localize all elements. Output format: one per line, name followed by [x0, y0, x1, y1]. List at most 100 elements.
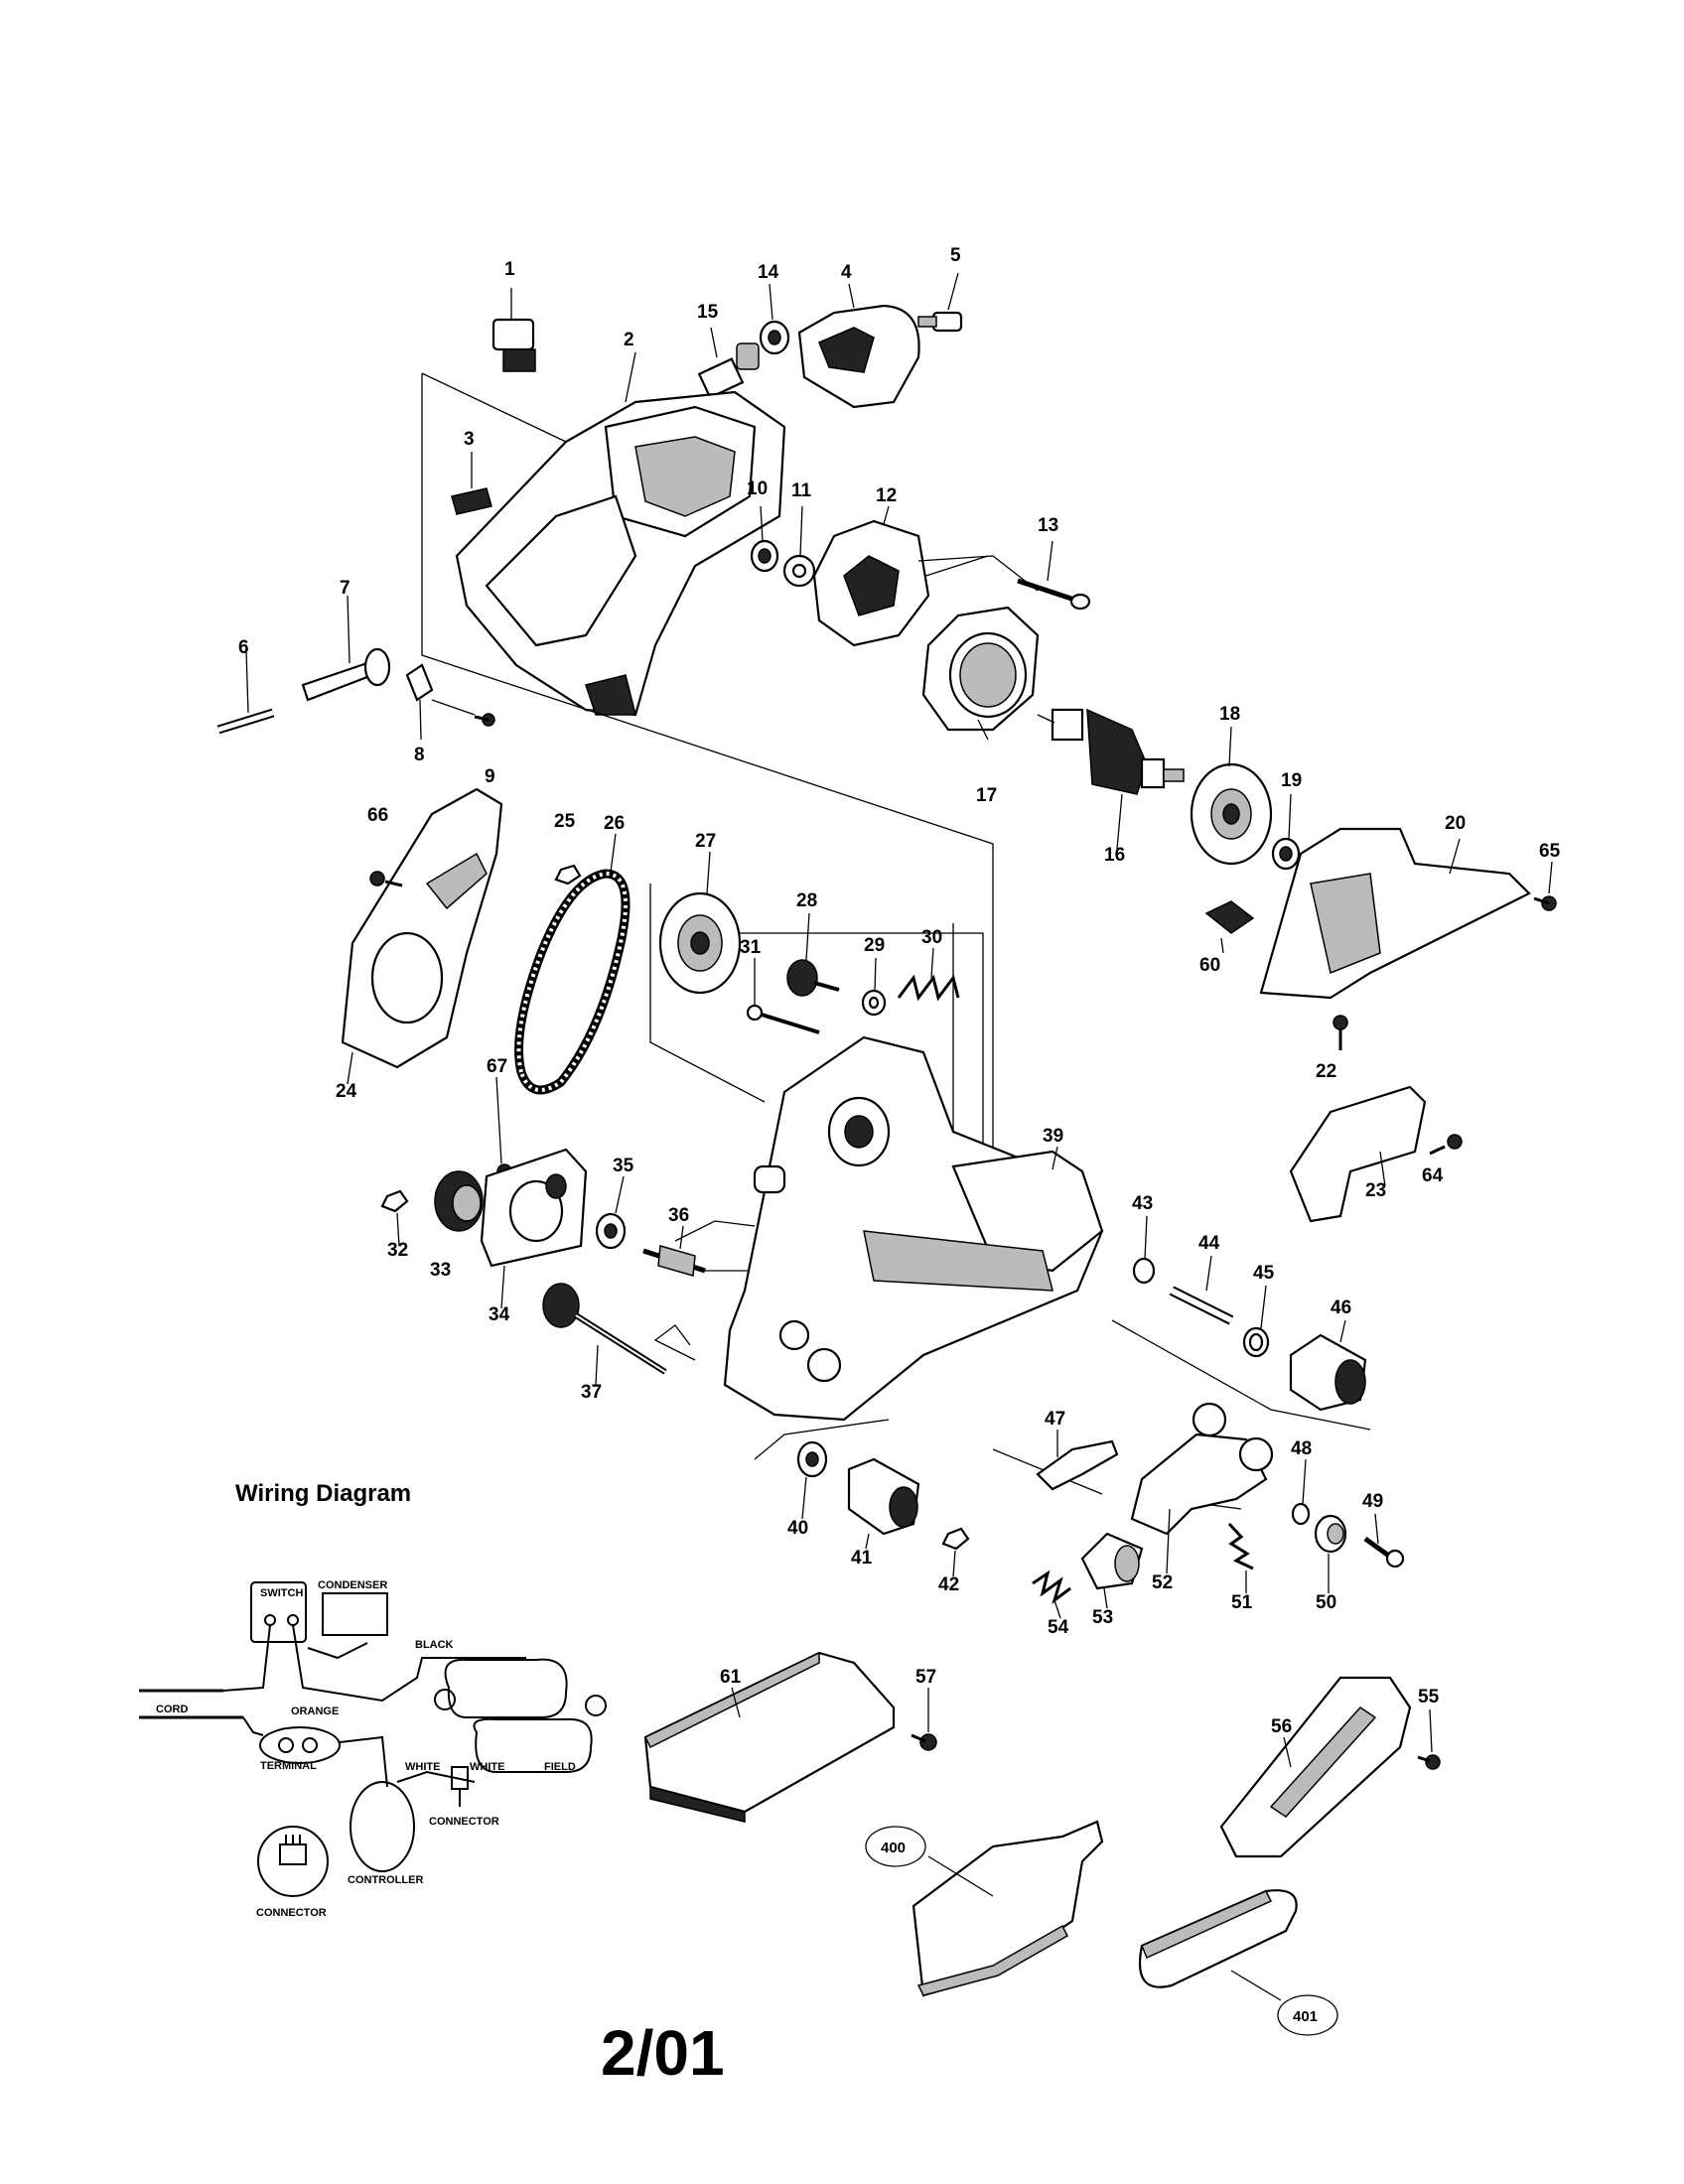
part-19-bearing — [1271, 793, 1301, 871]
label-part-41: 41 — [851, 1548, 873, 1569]
part-56-plate — [1219, 1676, 1412, 1858]
label-part-44: 44 — [1198, 1233, 1220, 1254]
label-part-27: 27 — [695, 831, 716, 852]
part-36-shaft — [642, 1225, 755, 1277]
part-6-pin — [216, 649, 275, 735]
part-54-spring — [1032, 1570, 1071, 1619]
part-52-lever — [1130, 1402, 1274, 1574]
label-part-47: 47 — [1045, 1409, 1065, 1430]
part-48-washer — [1291, 1458, 1311, 1526]
part-12-field — [812, 505, 930, 647]
label-part-54: 54 — [1048, 1617, 1069, 1638]
label-part-17: 17 — [976, 785, 997, 806]
label-part-37: 37 — [581, 1382, 602, 1403]
part-65-screw — [1533, 861, 1557, 911]
label-part-8: 8 — [414, 745, 425, 765]
label-part-45: 45 — [1253, 1263, 1275, 1284]
label-part-64: 64 — [1422, 1165, 1444, 1186]
accessory-labels: 400 401 — [865, 1826, 1338, 2036]
label-accessory-400: 400 — [881, 1840, 906, 1856]
wiring-condenser-box — [322, 1592, 388, 1636]
label-part-30: 30 — [921, 927, 942, 948]
part-13-screw — [917, 540, 1091, 611]
part-66-screw — [369, 871, 403, 887]
label-part-48: 48 — [1291, 1438, 1312, 1459]
wiring-field-top — [444, 1658, 568, 1718]
part-45-ring — [1242, 1285, 1270, 1358]
part-61-platen — [643, 1651, 896, 1823]
wiring-label-white-2: WHITE — [470, 1761, 504, 1773]
label-part-35: 35 — [613, 1156, 634, 1176]
label-part-60: 60 — [1199, 955, 1220, 976]
label-part-19: 19 — [1281, 770, 1302, 791]
part-55-screw — [1417, 1708, 1441, 1770]
label-part-50: 50 — [1316, 1592, 1336, 1613]
part-29-washer — [861, 957, 887, 1017]
part-50-cap — [1314, 1514, 1347, 1593]
wiring-field-bottom — [473, 1717, 593, 1773]
label-part-28: 28 — [796, 890, 817, 911]
label-part-9: 9 — [485, 766, 495, 787]
label-part-66: 66 — [367, 805, 388, 826]
label-part-13: 13 — [1038, 515, 1058, 536]
part-24-belt-cover — [341, 787, 503, 1085]
wiring-switch-box — [250, 1581, 307, 1643]
part-17-baffle — [921, 606, 1040, 741]
label-part-7: 7 — [340, 578, 351, 599]
part-23-grip — [1289, 1085, 1427, 1223]
part-28-small-pulley — [786, 912, 840, 997]
label-part-3: 3 — [464, 429, 475, 450]
part-67-screw — [495, 1076, 527, 1179]
part-47-clip — [1036, 1430, 1119, 1491]
wiring-label-condenser: CONDENSER — [318, 1579, 387, 1591]
label-part-1: 1 — [504, 259, 515, 280]
wiring-label-terminal: TERMINAL — [260, 1760, 317, 1772]
accessory-401-callout — [1277, 1994, 1338, 2036]
part-10-bearing — [750, 505, 779, 573]
label-part-46: 46 — [1331, 1297, 1351, 1318]
label-part-29: 29 — [864, 935, 885, 956]
label-part-31: 31 — [740, 937, 762, 958]
label-part-6: 6 — [238, 637, 249, 658]
part-20-handle — [1259, 827, 1531, 1000]
label-part-67: 67 — [487, 1056, 507, 1077]
wiring-label-white-1: WHITE — [405, 1761, 440, 1773]
label-part-16: 16 — [1104, 845, 1125, 866]
wiring-diagram-title: Wiring Diagram — [235, 1480, 411, 1507]
label-part-61: 61 — [720, 1667, 742, 1688]
label-part-11: 11 — [791, 480, 812, 501]
part-42-nut — [941, 1527, 970, 1577]
part-18-fan — [1190, 726, 1273, 866]
part-2-housing — [455, 351, 786, 717]
part-33-pulley — [434, 1170, 484, 1232]
label-part-12: 12 — [876, 485, 897, 506]
label-part-5: 5 — [950, 245, 961, 266]
part-51-spring — [1227, 1522, 1254, 1593]
label-part-53: 53 — [1092, 1607, 1113, 1628]
label-part-25: 25 — [554, 811, 576, 832]
part-drawings — [216, 272, 1557, 2001]
part-44-pin — [1169, 1255, 1234, 1325]
part-16-armature — [1037, 708, 1185, 850]
wiring-terminal — [259, 1726, 341, 1764]
revision-date: 2/01 — [601, 2017, 725, 2089]
part-15-brush — [697, 327, 760, 399]
part-22-screw — [1333, 1015, 1348, 1050]
part-7-grommet — [301, 595, 391, 702]
part-43-ring — [1132, 1215, 1156, 1285]
label-part-40: 40 — [787, 1518, 808, 1539]
label-part-18: 18 — [1219, 704, 1240, 725]
part-34-plate — [480, 1148, 588, 1309]
part-37-drive-shaft — [542, 1283, 667, 1386]
part-1-switch — [491, 288, 536, 372]
part-49-screw — [1363, 1513, 1405, 1569]
wiring-label-connector-1: CONNECTOR — [429, 1816, 499, 1828]
part-25-nut — [554, 864, 582, 886]
part-39-frame — [674, 1035, 1104, 1422]
wiring-labels: Wiring Diagram SWITCH CONDENSER BLACK CO… — [156, 1480, 576, 1919]
part-9-screw — [431, 699, 495, 727]
part-64-screw — [1429, 1134, 1463, 1156]
part-32-nut — [380, 1189, 409, 1247]
part-30-spring — [897, 947, 960, 1002]
